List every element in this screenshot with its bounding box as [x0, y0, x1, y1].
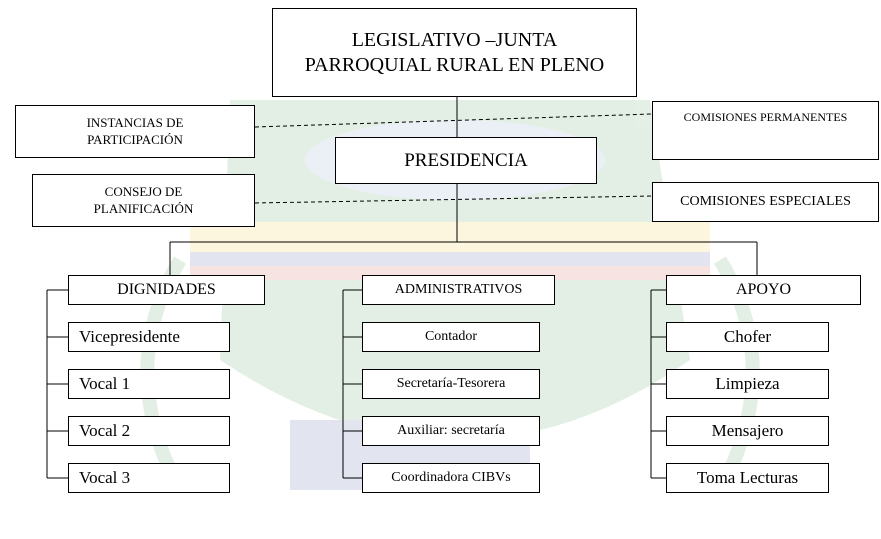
apoyo-item-label: Toma Lecturas [696, 468, 799, 488]
top-box-legislativo: LEGISLATIVO –JUNTA PARROQUIAL RURAL EN P… [272, 8, 637, 97]
dignidades-item: Vocal 3 [68, 463, 230, 493]
consejo-planificacion-label: CONSEJO DE PLANIFICACIÓN [93, 184, 194, 216]
dignidades-item: Vicepresidente [68, 322, 230, 352]
administrativos-item-label: Auxiliar: secretaría [397, 423, 505, 439]
administrativos-item: Secretaría-Tesorera [362, 369, 540, 399]
apoyo-item-label: Limpieza [715, 374, 780, 394]
apoyo-item: Toma Lecturas [666, 463, 829, 493]
apoyo-item-label: Chofer [723, 327, 772, 347]
consejo-planificacion-box: CONSEJO DE PLANIFICACIÓN [32, 174, 255, 227]
comisiones-especiales-label: COMISIONES ESPECIALES [680, 194, 851, 210]
administrativos-item: Coordinadora CIBVs [362, 463, 540, 493]
administrativos-header-label: ADMINISTRATIVOS [394, 282, 523, 298]
dignidades-item-label: Vicepresidente [79, 327, 180, 347]
presidencia-box: PRESIDENCIA [335, 137, 597, 184]
administrativos-header-box: ADMINISTRATIVOS [362, 275, 555, 305]
administrativos-item: Contador [362, 322, 540, 352]
administrativos-item-label: Contador [424, 329, 478, 345]
administrativos-item-label: Coordinadora CIBVs [391, 470, 511, 486]
comisiones-especiales-box: COMISIONES ESPECIALES [652, 182, 879, 222]
apoyo-item: Limpieza [666, 369, 829, 399]
administrativos-item-label: Secretaría-Tesorera [396, 376, 506, 392]
dignidades-header-label: DIGNIDADES [117, 281, 216, 298]
apoyo-item: Mensajero [666, 416, 829, 446]
comisiones-permanentes-label: COMISIONES PERMANENTES [683, 110, 848, 124]
administrativos-item: Auxiliar: secretaría [362, 416, 540, 446]
apoyo-item: Chofer [666, 322, 829, 352]
presidencia-label: PRESIDENCIA [404, 149, 528, 171]
apoyo-header-box: APOYO [666, 275, 861, 305]
apoyo-item-label: Mensajero [711, 421, 784, 441]
dignidades-item-label: Vocal 2 [79, 421, 131, 441]
comisiones-permanentes-box: COMISIONES PERMANENTES [652, 101, 879, 160]
apoyo-header-label: APOYO [735, 281, 792, 298]
dignidades-item-label: Vocal 1 [79, 374, 131, 394]
dignidades-item-label: Vocal 3 [79, 468, 131, 488]
dignidades-item: Vocal 1 [68, 369, 230, 399]
instancias-participacion-box: INSTANCIAS DE PARTICIPACIÓN [15, 105, 255, 158]
dignidades-item: Vocal 2 [68, 416, 230, 446]
instancias-participacion-label: INSTANCIAS DE PARTICIPACIÓN [86, 115, 184, 147]
top-box-title: LEGISLATIVO –JUNTA PARROQUIAL RURAL EN P… [304, 28, 605, 76]
dignidades-header-box: DIGNIDADES [68, 275, 265, 305]
